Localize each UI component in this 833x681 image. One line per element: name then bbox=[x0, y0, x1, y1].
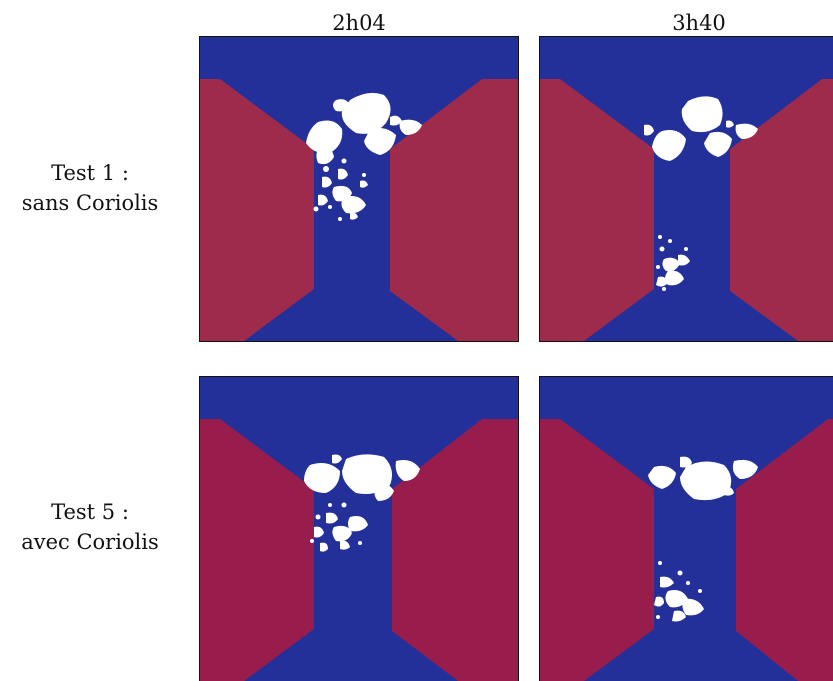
ice-floes-channel-image bbox=[540, 37, 833, 341]
row-label-test-1: Test 1 : sans Coriolis bbox=[0, 158, 180, 218]
panel-test1-2h04 bbox=[199, 36, 519, 342]
panel-test5-3h40 bbox=[539, 376, 833, 681]
ice-floes-channel-image bbox=[200, 37, 518, 341]
ice-floes-channel-image bbox=[540, 377, 833, 681]
panel-test1-3h40 bbox=[539, 36, 833, 342]
row-title: Test 1 : bbox=[51, 161, 129, 185]
row-subtitle: avec Coriolis bbox=[21, 530, 159, 554]
column-header-2h04: 2h04 bbox=[332, 11, 386, 35]
ice-floes-channel-image bbox=[200, 377, 518, 681]
panel-test5-2h04 bbox=[199, 376, 519, 681]
row-subtitle: sans Coriolis bbox=[21, 191, 159, 215]
column-header-3h40: 3h40 bbox=[672, 11, 726, 35]
row-title: Test 5 : bbox=[51, 500, 129, 524]
row-label-test-5: Test 5 : avec Coriolis bbox=[0, 497, 180, 557]
